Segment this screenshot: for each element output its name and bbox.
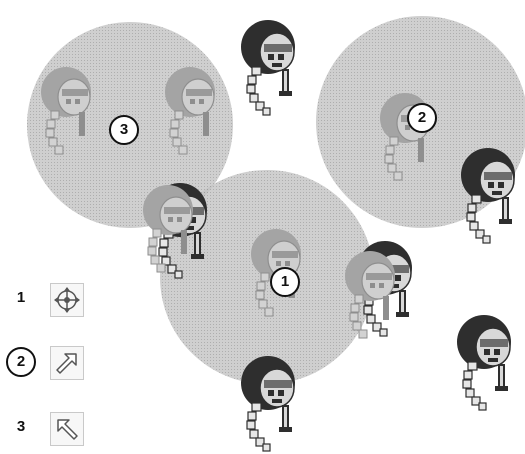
- arrow-up-right-icon: [53, 349, 81, 377]
- figure: [457, 315, 511, 410]
- legend-number: 2: [6, 347, 36, 377]
- callout-1: 1: [270, 267, 300, 297]
- legend-row-1: 1: [0, 283, 110, 317]
- arrow-up-left-icon: [53, 415, 81, 443]
- legend-number: 1: [10, 289, 32, 306]
- legend-row-3: 3: [0, 412, 110, 446]
- arrow-up-left-button[interactable]: [50, 412, 84, 446]
- arrow-up-right-button[interactable]: [50, 346, 84, 380]
- move-crosshair-button[interactable]: [50, 283, 84, 317]
- figure: [241, 356, 295, 451]
- legend-number: 3: [10, 418, 32, 435]
- callout-2: 2: [407, 103, 437, 133]
- move-crosshair-icon: [53, 286, 81, 314]
- figure: [241, 20, 295, 115]
- legend-row-2: 2: [0, 346, 110, 380]
- callout-3: 3: [109, 115, 139, 145]
